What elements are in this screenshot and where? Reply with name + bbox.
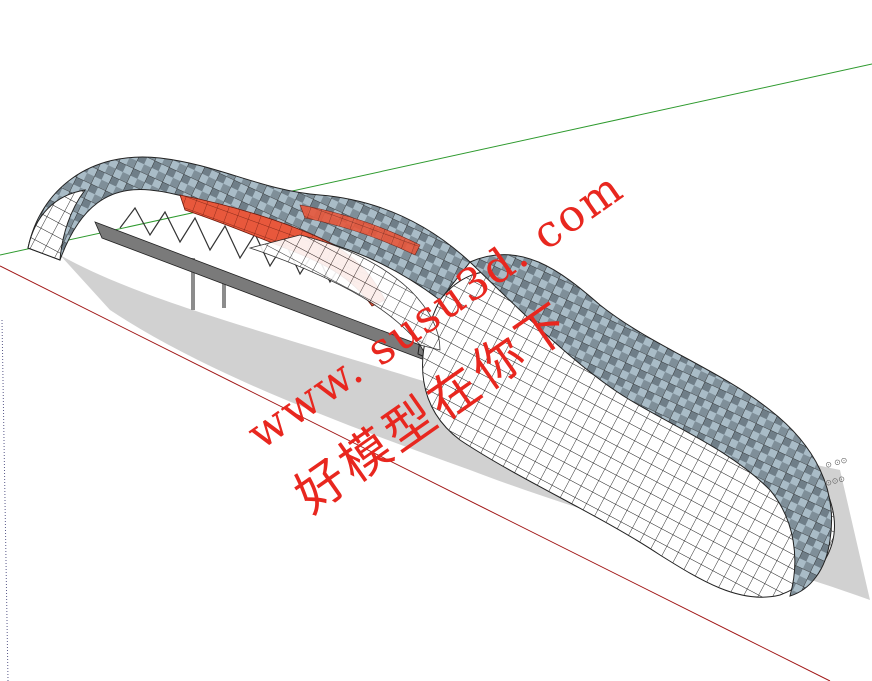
red-axis — [0, 265, 831, 681]
left-arch-membrane — [27, 189, 87, 261]
support-column — [222, 272, 226, 308]
blue-axis-dotted — [1, 319, 9, 681]
support-column — [191, 258, 195, 310]
accent-band-upper — [299, 204, 421, 256]
green-axis — [0, 63, 872, 256]
middle-arch-membrane — [248, 234, 441, 351]
right-arch-glass — [469, 254, 833, 597]
end-marking: ⊙ ⊙⊙ — [824, 455, 848, 470]
